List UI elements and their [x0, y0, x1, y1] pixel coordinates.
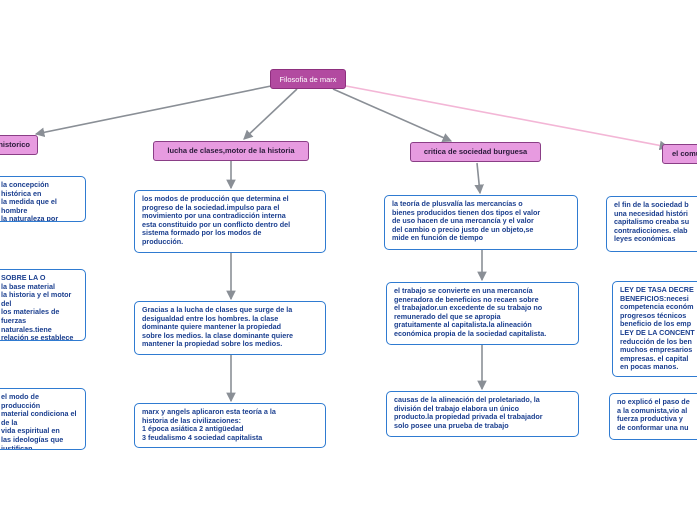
topic-materialismo-historico[interactable]: materialismo historico	[0, 135, 38, 155]
connector-root-materialismo	[34, 85, 272, 138]
card-comunismo-3: no explicó el paso de a la comunista,vio…	[609, 393, 697, 440]
card-materialismo-2: SOBRE LA O la base material la historia …	[0, 269, 86, 341]
card-materialismo-3: el modo de producción material condicion…	[0, 388, 86, 450]
connector-root-comunismo	[345, 85, 670, 151]
card-comunismo-2: LEY DE TASA DECRE BENEFICIOS:necesi comp…	[612, 281, 697, 377]
card-materialismo-1: la concepción histórica en la medida que…	[0, 176, 86, 222]
card-lucha-3: marx y angels aplicaron esta teoría a la…	[134, 403, 326, 448]
card-critica-1: la teoría de plusvalía las mercancías o …	[384, 195, 578, 250]
root-node[interactable]: Filosofia de marx	[270, 69, 346, 89]
card-lucha-2: Gracias a la lucha de clases que surge d…	[134, 301, 326, 355]
topic-el-comunismo[interactable]: el comunismo	[662, 144, 697, 164]
card-critica-3: causas de la alineación del proletariado…	[386, 391, 579, 437]
topic-lucha-de-clases[interactable]: lucha de clases,motor de la historia	[153, 141, 309, 161]
connector-root-lucha	[243, 88, 298, 140]
card-critica-2: el trabajo se convierte en una mercancía…	[386, 282, 579, 345]
connector-root-critica	[332, 88, 453, 143]
connector-critica-card1	[474, 162, 484, 195]
card-comunismo-1: el fin de la sociedad b una necesidad hi…	[606, 196, 697, 252]
topic-critica-sociedad-burguesa[interactable]: critica de sociedad burguesa	[410, 142, 541, 162]
card-lucha-1: los modos de producción que determina el…	[134, 190, 326, 253]
